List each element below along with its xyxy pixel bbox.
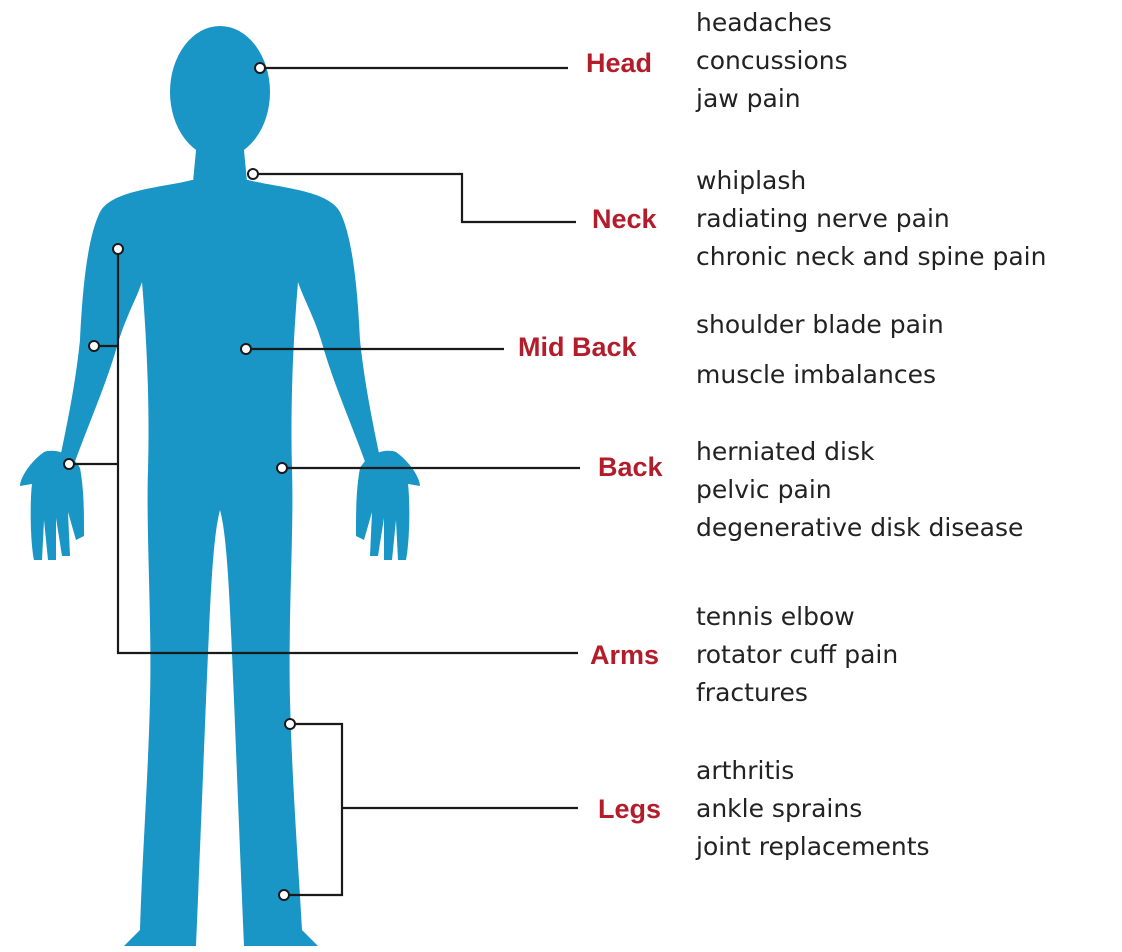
back-anchor-dot	[277, 463, 287, 473]
condition-item: muscle imbalances	[696, 356, 944, 394]
arms-label: Arms	[590, 642, 659, 669]
mid-back-conditions-list: shoulder blade pain muscle imbalances	[696, 306, 944, 394]
back-conditions-list: herniated disk pelvic pain degenerative …	[696, 433, 1023, 547]
condition-item: headaches	[696, 4, 848, 42]
condition-item: jaw pain	[696, 80, 848, 118]
neck-label: Neck	[592, 206, 657, 233]
condition-item: concussions	[696, 42, 848, 80]
neck-anchor-dot	[248, 169, 258, 179]
condition-item: whiplash	[696, 162, 1046, 200]
arms-conditions-list: tennis elbow rotator cuff pain fractures	[696, 598, 898, 712]
elbow-anchor-dot	[89, 341, 99, 351]
condition-item: shoulder blade pain	[696, 306, 944, 356]
shoulder-anchor-dot	[113, 244, 123, 254]
condition-item: fractures	[696, 674, 898, 712]
condition-item: degenerative disk disease	[696, 509, 1023, 547]
condition-item: ankle sprains	[696, 790, 930, 828]
condition-item: herniated disk	[696, 433, 1023, 471]
knee-anchor-dot	[285, 719, 295, 729]
head-anchor-dot	[255, 63, 265, 73]
mid-back-anchor-dot	[241, 344, 251, 354]
ankle-anchor-dot	[279, 890, 289, 900]
legs-leader-line	[284, 724, 578, 895]
back-label: Back	[598, 454, 663, 481]
head-label: Head	[586, 50, 652, 77]
legs-label: Legs	[598, 796, 661, 823]
condition-item: pelvic pain	[696, 471, 1023, 509]
mid-back-label: Mid Back	[518, 334, 637, 361]
condition-item: arthritis	[696, 752, 930, 790]
condition-item: radiating nerve pain	[696, 200, 1046, 238]
condition-item: tennis elbow	[696, 598, 898, 636]
condition-item: chronic neck and spine pain	[696, 238, 1046, 276]
wrist-anchor-dot	[64, 459, 74, 469]
condition-item: joint replacements	[696, 828, 930, 866]
head-conditions-list: headaches concussions jaw pain	[696, 4, 848, 118]
legs-conditions-list: arthritis ankle sprains joint replacemen…	[696, 752, 930, 866]
neck-conditions-list: whiplash radiating nerve pain chronic ne…	[696, 162, 1046, 276]
condition-item: rotator cuff pain	[696, 636, 898, 674]
